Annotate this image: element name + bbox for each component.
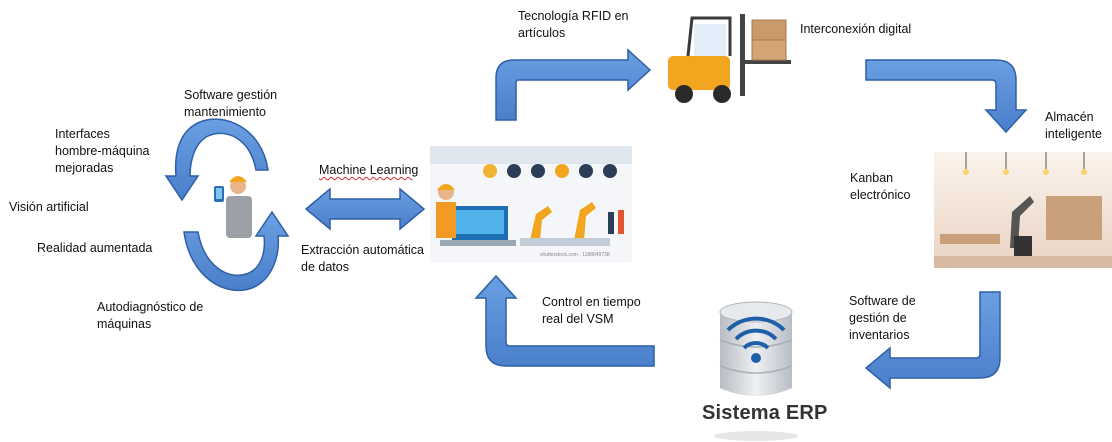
cycle-arrows — [164, 118, 290, 292]
label-autodiagnostico: Autodiagnóstico de máquinas — [97, 300, 204, 331]
warehouse-image — [934, 152, 1112, 268]
label-software-mantenimiento: Software gestión mantenimiento — [184, 88, 278, 119]
worker-tablet-illustration — [214, 176, 252, 238]
label-rfid: Tecnología RFID en artículos — [518, 9, 629, 40]
forklift-illustration — [668, 14, 791, 103]
label-interconexion: Interconexión digital — [800, 22, 912, 36]
label-machine-learning: Machine Learning — [319, 162, 418, 179]
arrow-to-rfid — [495, 48, 652, 121]
label-kanban: Kanban electrónico — [850, 171, 911, 202]
arrow-to-almacen — [865, 59, 1028, 134]
label-interfaces: Interfaces hombre-máquina mejoradas — [55, 127, 150, 175]
label-vision: Visión artificial — [9, 200, 89, 214]
ml-factory-image: shutterstock.com · 1188849738 — [430, 146, 632, 262]
erp-database-icon — [714, 301, 798, 441]
label-realidad: Realidad aumentada — [37, 241, 153, 255]
label-extraccion: Extracción automática de datos — [301, 243, 424, 274]
label-control-vsm: Control en tiempo real del VSM — [542, 295, 641, 326]
machine-learning-text: Machine Learning — [319, 163, 419, 177]
image-caption: shutterstock.com · 1188849738 — [540, 252, 610, 258]
double-arrow-ml — [304, 187, 426, 231]
erp-title: Sistema ERP — [702, 402, 828, 424]
arrow-to-ml — [474, 274, 655, 367]
label-almacen: Almacén inteligente — [1045, 110, 1102, 141]
arrow-to-erp — [864, 291, 1001, 390]
label-software-inventarios: Software de gestión de inventarios — [849, 294, 916, 342]
